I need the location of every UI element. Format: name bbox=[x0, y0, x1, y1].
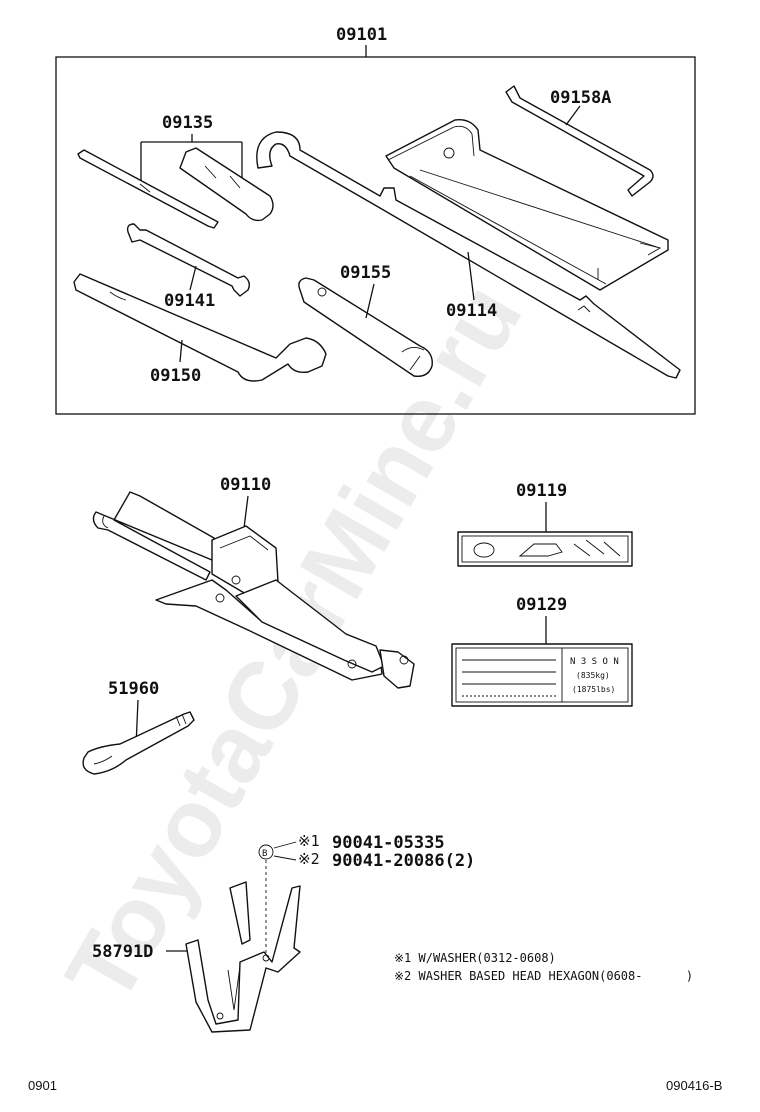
label-card-line1: N 3 S O N bbox=[570, 657, 619, 667]
label-towing-hook: 51960 bbox=[108, 679, 159, 699]
jack-handle: 09114 bbox=[256, 131, 681, 379]
label-jack: 09110 bbox=[220, 475, 271, 495]
label-jack-label: 09119 bbox=[516, 481, 567, 501]
tool-set-group: 09101 bbox=[55, 25, 696, 415]
label-card-line3: (1875lbs) bbox=[572, 685, 615, 694]
jack-label-strip: 09119 bbox=[457, 481, 633, 567]
label-wheel-wrench: 09150 bbox=[150, 366, 201, 386]
label-screwdriver: 09135 bbox=[162, 113, 213, 133]
label-jack-label-2: 09129 bbox=[516, 595, 567, 615]
plug-wrench: 09155 bbox=[298, 263, 433, 377]
jack-holder: 58791D bbox=[92, 881, 301, 1033]
wheel-wrench: 09150 bbox=[73, 273, 327, 386]
footer-left: 0901 bbox=[28, 1078, 57, 1093]
callout-letter: B bbox=[262, 849, 267, 859]
bolt-mark-2: ※2 bbox=[298, 850, 320, 868]
label-tool-set: 09101 bbox=[336, 25, 387, 45]
wrench: 09141 bbox=[126, 223, 251, 311]
note-2: ※2 WASHER BASED HEAD HEXAGON(0608- ) bbox=[394, 969, 693, 983]
towing-hook: 51960 bbox=[82, 679, 195, 775]
label-bolt-1: 90041-05335 bbox=[332, 833, 445, 853]
note-1: ※1 W/WASHER(0312-0608) bbox=[394, 951, 556, 965]
bolt-mark-1: ※1 bbox=[298, 832, 320, 850]
screwdriver: 09135 bbox=[77, 113, 274, 229]
label-jack-handle: 09114 bbox=[446, 301, 497, 321]
label-bolt-2: 90041-20086(2) bbox=[332, 851, 475, 871]
label-plug-wrench: 09155 bbox=[340, 263, 391, 283]
jack: 09110 bbox=[92, 475, 415, 689]
label-jack-holder: 58791D bbox=[92, 942, 153, 962]
tool-set-frame bbox=[55, 56, 696, 415]
bolt-callout: B ※1 90041-05335 ※2 90041-20086(2) bbox=[258, 832, 475, 956]
label-wrench: 09141 bbox=[164, 291, 215, 311]
label-card-line2: (835kg) bbox=[576, 671, 610, 680]
bar-tool: 09158A bbox=[505, 85, 654, 197]
jack-label-card: 09129 N 3 S O N (835kg) (1875lbs) bbox=[451, 595, 633, 707]
label-tool-bag: 09158A bbox=[550, 88, 611, 108]
footer-right: 090416-B bbox=[666, 1078, 722, 1093]
tool-bag bbox=[385, 119, 669, 291]
